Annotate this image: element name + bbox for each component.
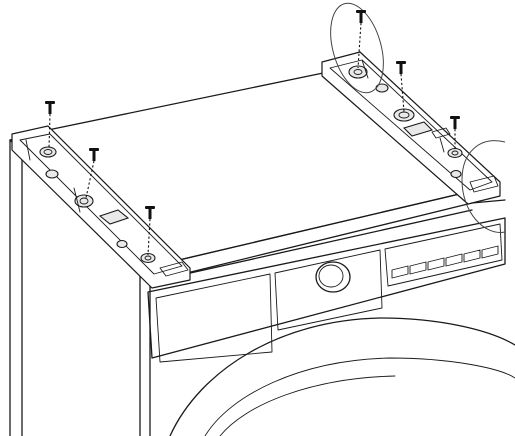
dashed-guide-line [85,160,95,199]
highlight-circle [330,2,384,94]
screw-icon [89,148,99,161]
control-panel-button-area [384,223,503,287]
dashed-guide-line [357,22,362,69]
control-panel [147,217,506,359]
highlight-circle [461,140,506,233]
door-porthole-inner [204,357,515,436]
control-button [481,245,499,259]
cabinet-front-top-edge [144,191,473,283]
control-panel-display-area [274,249,383,331]
screw-icon [145,206,155,219]
control-button [445,253,463,267]
dashed-guide-line [400,73,405,113]
control-buttons [391,245,499,279]
control-panel-inner [155,273,273,363]
control-button [391,265,409,279]
door-porthole-outer [169,317,515,436]
rotary-knob-icon [315,261,351,293]
dashed-guide-line [147,218,151,256]
cabinet-front-face [149,199,506,436]
control-button [463,249,481,263]
left-mounting-rail [11,125,191,289]
screw-icon [450,116,460,129]
screw-icon [356,10,366,23]
screw-icon [45,101,55,114]
right-mounting-rail [321,51,501,205]
door-porthole-ring [219,375,396,436]
dashed-guide-line [48,113,51,149]
control-button [427,257,445,271]
control-button [409,261,427,275]
screw-icon [396,61,406,74]
